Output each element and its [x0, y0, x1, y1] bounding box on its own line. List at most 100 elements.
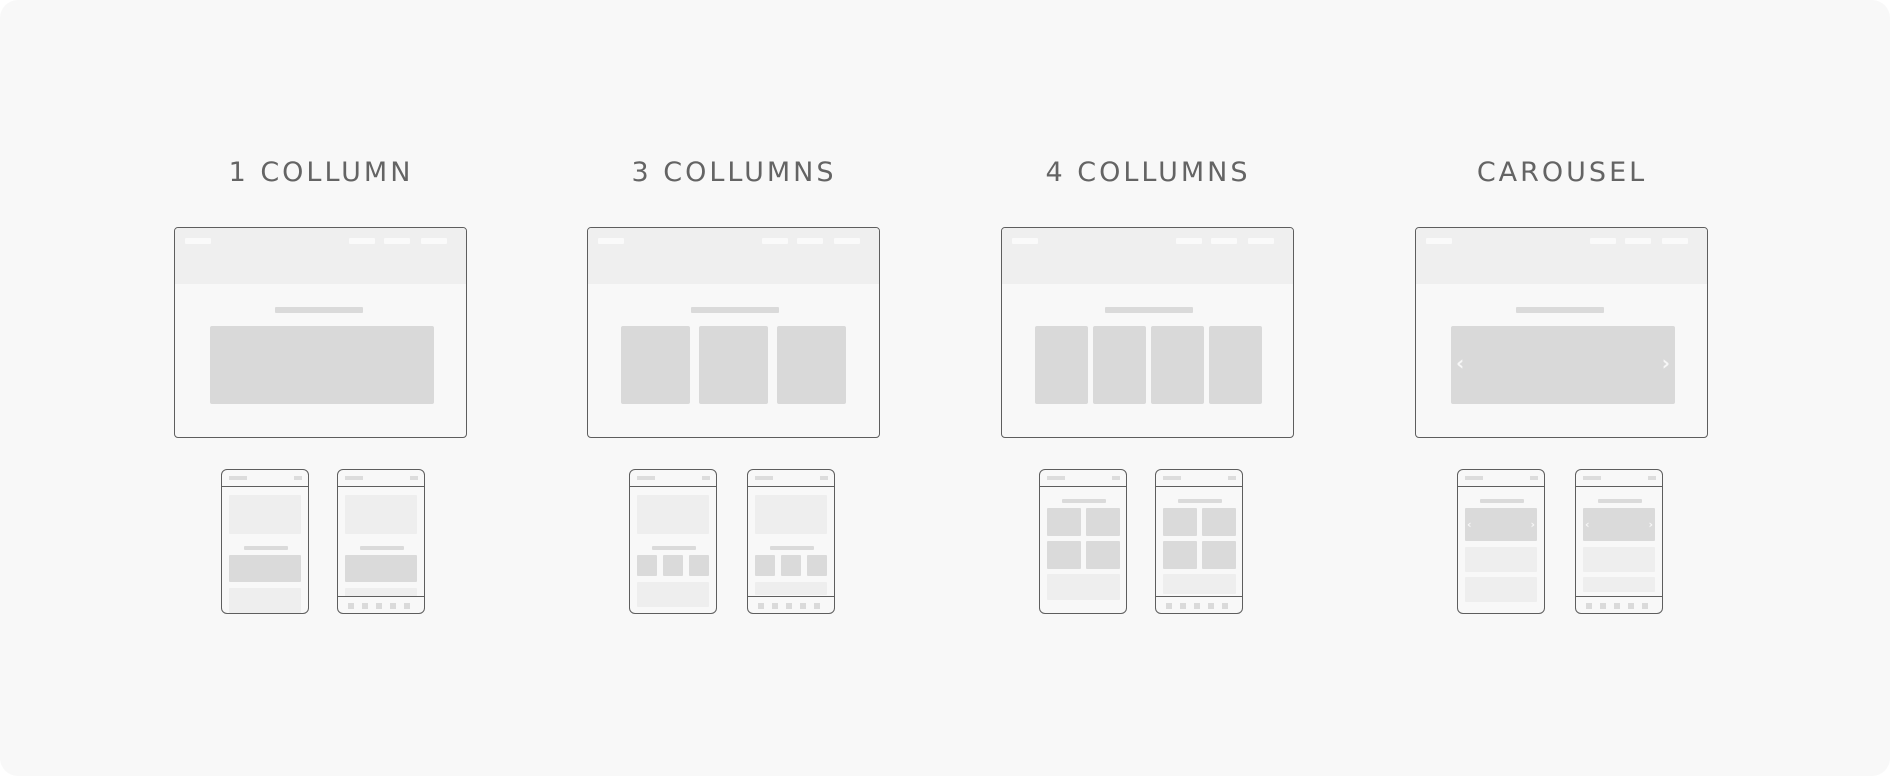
logo-placeholder	[637, 476, 655, 480]
tab-icon	[772, 603, 778, 609]
heading-placeholder	[1178, 499, 1222, 503]
column-block	[1202, 508, 1236, 536]
column-block	[1086, 508, 1120, 536]
desktop-wireframe	[587, 227, 880, 438]
phone-topbar	[1040, 470, 1126, 487]
column-block	[781, 555, 801, 576]
phone-wireframe: ‹ ›	[1457, 469, 1545, 614]
tab-icon	[814, 603, 820, 609]
column-block	[755, 555, 775, 576]
menu-placeholder	[1228, 476, 1236, 480]
menu-placeholder	[1112, 476, 1120, 480]
content-block	[229, 555, 301, 582]
logo-placeholder	[1163, 476, 1181, 480]
chevron-right-icon: ›	[1661, 351, 1670, 375]
tab-icon	[786, 603, 792, 609]
nav-item-placeholder	[1590, 238, 1616, 244]
content-block	[1047, 574, 1120, 600]
tab-icon	[1642, 603, 1648, 609]
column-block	[1093, 326, 1146, 404]
phone-wireframe	[1039, 469, 1127, 614]
tab-icon	[376, 603, 382, 609]
tab-icon	[404, 603, 410, 609]
logo-placeholder	[1426, 238, 1452, 244]
logo-placeholder	[755, 476, 773, 480]
menu-placeholder	[294, 476, 302, 480]
nav-item-placeholder	[349, 238, 375, 244]
tab-icon	[1586, 603, 1592, 609]
phone-topbar	[1458, 470, 1544, 487]
content-block	[1465, 547, 1537, 572]
content-block	[1465, 577, 1537, 602]
nav-item-placeholder	[1625, 238, 1651, 244]
layout-title: 3 COLLUMNS	[631, 157, 837, 188]
content-block	[229, 588, 301, 613]
tab-icon	[1222, 603, 1228, 609]
content-block	[637, 582, 709, 607]
logo-placeholder	[1047, 476, 1065, 480]
nav-item-placeholder	[421, 238, 447, 244]
logo-placeholder	[185, 238, 211, 244]
menu-placeholder	[702, 476, 710, 480]
column-block	[1209, 326, 1262, 404]
content-block	[1163, 574, 1236, 594]
carousel-slide: ‹ ›	[1451, 326, 1675, 404]
column-block	[1202, 541, 1236, 569]
heading-placeholder	[360, 546, 404, 550]
chevron-right-icon: ›	[1530, 518, 1535, 531]
heading-placeholder	[1598, 499, 1642, 503]
phone-tabbar	[1576, 596, 1662, 613]
content-block	[1583, 547, 1655, 572]
column-block	[621, 326, 690, 404]
column-block	[1151, 326, 1204, 404]
logo-placeholder	[229, 476, 247, 480]
phone-tabbar	[1156, 596, 1242, 613]
heading-placeholder	[1516, 307, 1604, 313]
nav-item-placeholder	[762, 238, 788, 244]
phone-wireframe-tabbar: ‹ ›	[1575, 469, 1663, 614]
column-block	[1047, 541, 1081, 569]
column-block	[1086, 541, 1120, 569]
phone-tabbar	[338, 596, 424, 613]
phone-wireframe	[629, 469, 717, 614]
desktop-wireframe	[174, 227, 467, 438]
menu-placeholder	[410, 476, 418, 480]
column-block	[1035, 326, 1088, 404]
phone-wireframe-tabbar	[337, 469, 425, 614]
nav-item-placeholder	[1662, 238, 1688, 244]
hero-placeholder	[345, 495, 417, 534]
desktop-header	[1002, 228, 1293, 284]
hero-placeholder	[755, 495, 827, 534]
hero-placeholder	[229, 495, 301, 534]
nav-item-placeholder	[797, 238, 823, 244]
logo-placeholder	[598, 238, 624, 244]
column-block	[777, 326, 846, 404]
tab-icon	[758, 603, 764, 609]
chevron-right-icon: ›	[1648, 518, 1653, 531]
desktop-wireframe	[1001, 227, 1294, 438]
layout-title: 4 COLLUMNS	[1045, 157, 1251, 188]
column-block	[1163, 508, 1197, 536]
desktop-header	[1416, 228, 1707, 284]
heading-placeholder	[275, 307, 363, 313]
tab-icon	[1194, 603, 1200, 609]
column-block	[699, 326, 768, 404]
desktop-wireframe: ‹ ›	[1415, 227, 1708, 438]
carousel-slide: ‹ ›	[1465, 508, 1537, 541]
phone-topbar	[1156, 470, 1242, 487]
heading-placeholder	[1105, 307, 1193, 313]
phone-topbar	[222, 470, 308, 487]
layout-title: CAROUSEL	[1476, 157, 1648, 188]
tab-icon	[1180, 603, 1186, 609]
phone-topbar	[630, 470, 716, 487]
chevron-left-icon: ‹	[1467, 518, 1472, 531]
logo-placeholder	[345, 476, 363, 480]
nav-item-placeholder	[834, 238, 860, 244]
heading-placeholder	[244, 546, 288, 550]
desktop-header	[588, 228, 879, 284]
phone-wireframe-tabbar	[1155, 469, 1243, 614]
tab-icon	[1208, 603, 1214, 609]
heading-placeholder	[770, 546, 814, 550]
menu-placeholder	[820, 476, 828, 480]
chevron-left-icon: ‹	[1456, 351, 1465, 375]
